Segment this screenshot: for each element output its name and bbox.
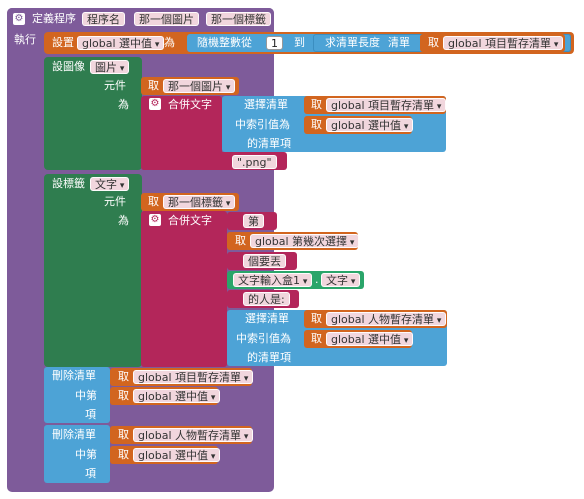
set-label-label: 設標籤 xyxy=(52,177,85,190)
to-label: 為 xyxy=(118,214,129,227)
to-label: 為 xyxy=(118,98,129,111)
get-label: 取 xyxy=(118,448,129,461)
get-label: 取 xyxy=(311,118,322,131)
get-label: 取 xyxy=(148,195,159,208)
label-component-dropdown[interactable]: 那一個標籤 xyxy=(163,195,236,209)
to-label: 為 xyxy=(164,36,175,49)
set-image-block[interactable] xyxy=(44,57,142,170)
get-label: 取 xyxy=(235,234,246,247)
component-label: 元件 xyxy=(104,195,126,208)
get-label: 取 xyxy=(148,79,159,92)
param-label-field[interactable]: 那一個標籤 xyxy=(206,12,271,26)
index-label: 中索引值為 xyxy=(236,332,291,345)
get-label: 取 xyxy=(311,332,322,345)
index-var-dropdown[interactable]: global 選中值 xyxy=(133,389,221,403)
text-field-2[interactable]: 個要丟 xyxy=(243,254,286,268)
list-var-dropdown[interactable]: global 項目暫存清單 xyxy=(326,98,447,112)
item-label: 的清單項 xyxy=(247,351,291,364)
get-label: 取 xyxy=(311,98,322,111)
png-text-field[interactable]: ".png" xyxy=(232,155,277,169)
textbox-prop-dropdown[interactable]: 文字 xyxy=(321,273,361,287)
param-image-field[interactable]: 那一個圖片 xyxy=(134,12,199,26)
procedure-name-field[interactable]: 程序名 xyxy=(82,12,125,26)
get-label: 取 xyxy=(118,370,129,383)
set-label: 設置 xyxy=(52,36,74,49)
people-var-dropdown[interactable]: global 人物暫存清單 xyxy=(133,428,254,442)
component-label: 元件 xyxy=(104,79,126,92)
random-to-label: 到 xyxy=(294,36,305,49)
dot-label: . xyxy=(315,273,319,286)
get-label: 取 xyxy=(428,36,439,49)
remove-list-label: 刪除清單 xyxy=(52,369,96,382)
textbox-component-dropdown[interactable]: 文字輸入盒1 xyxy=(233,273,313,287)
gear-icon[interactable]: ⚙ xyxy=(149,98,161,110)
item-label: 的清單項 xyxy=(247,137,291,150)
set-label-block[interactable] xyxy=(44,174,142,367)
round-var-dropdown[interactable]: global 第幾次選擇 xyxy=(250,234,360,248)
select-list-label: 選擇清單 xyxy=(244,98,288,111)
get-label: 取 xyxy=(118,428,129,441)
remove-list-item-block-2[interactable] xyxy=(44,425,110,483)
index-var-dropdown[interactable]: global 選中值 xyxy=(133,448,221,462)
get-label: 取 xyxy=(118,389,129,402)
select-list-label: 選擇清單 xyxy=(245,312,289,325)
gear-icon[interactable]: ⚙ xyxy=(13,13,25,25)
random-integer-label: 隨機整數從 xyxy=(197,36,252,49)
people-var-dropdown[interactable]: global 人物暫存清單 xyxy=(326,312,447,326)
label-prop-dropdown[interactable]: 文字 xyxy=(90,177,130,191)
list-var-dropdown[interactable]: global 項目暫存清單 xyxy=(133,370,254,384)
get-list-dropdown[interactable]: global 項目暫存清單 xyxy=(443,36,564,50)
item-label: 項 xyxy=(85,467,96,480)
index-label: 中索引值為 xyxy=(235,118,290,131)
list-length-label: 求清單長度 xyxy=(325,36,380,49)
text-field-1[interactable]: 第 xyxy=(243,214,264,228)
image-component-dropdown[interactable]: 那一個圖片 xyxy=(163,79,236,93)
join-text-label: 合併文字 xyxy=(168,98,212,111)
remove-list-item-block-1[interactable] xyxy=(44,367,110,423)
item-label: 項 xyxy=(85,408,96,421)
global-var-dropdown[interactable]: global 選中值 xyxy=(77,36,165,50)
mid-index-label: 中第 xyxy=(75,448,97,461)
index-var-dropdown[interactable]: global 選中值 xyxy=(326,332,414,346)
mid-index-label: 中第 xyxy=(75,389,97,402)
gear-icon[interactable]: ⚙ xyxy=(149,214,161,226)
text-field-3[interactable]: 的人是: xyxy=(243,292,290,306)
list-label: 清單 xyxy=(388,36,410,49)
random-from-number[interactable]: 1 xyxy=(266,36,283,50)
define-procedure-label: 定義程序 xyxy=(32,12,76,25)
image-prop-dropdown[interactable]: 圖片 xyxy=(90,60,130,74)
exec-label: 執行 xyxy=(14,33,36,46)
index-var-dropdown[interactable]: global 選中值 xyxy=(326,118,414,132)
set-image-label: 設圖像 xyxy=(52,60,85,73)
join-text-label: 合併文字 xyxy=(168,214,212,227)
remove-list-label: 刪除清單 xyxy=(52,428,96,441)
get-label: 取 xyxy=(311,312,322,325)
join-text-block[interactable] xyxy=(141,211,227,367)
